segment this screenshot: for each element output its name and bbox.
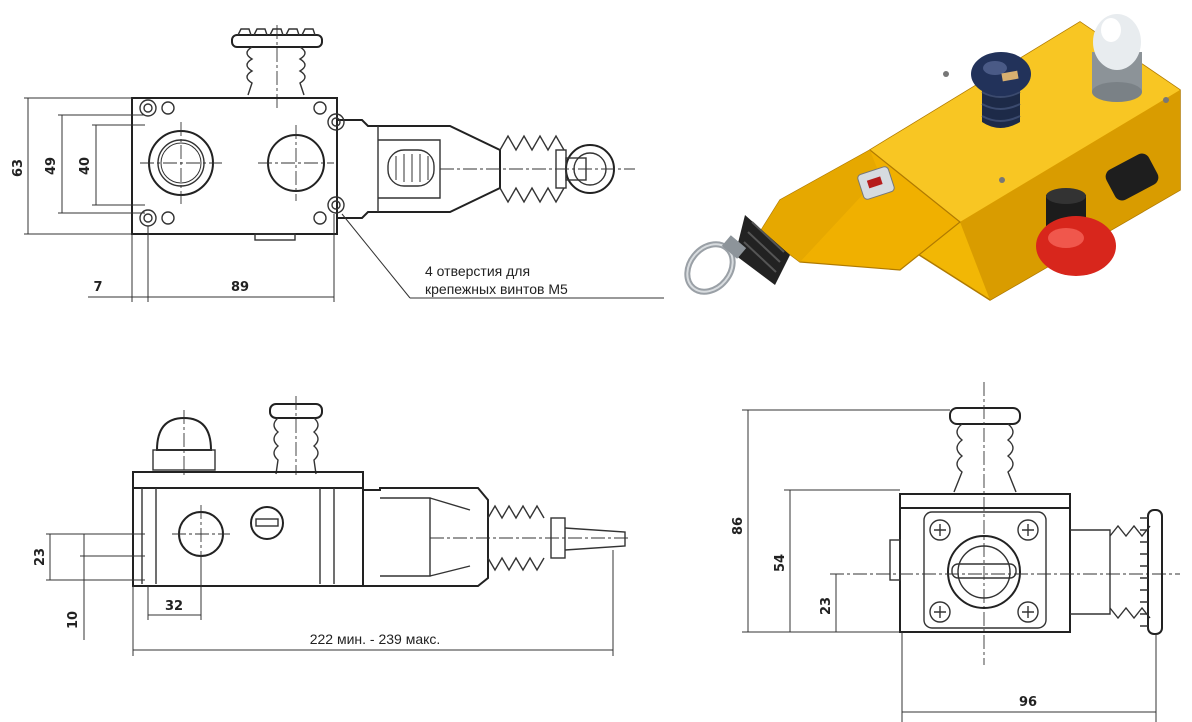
side-view-dim-length: 222 мин. - 239 макс. <box>310 631 441 647</box>
product-pilot-lamp <box>1092 14 1142 102</box>
top-view-dim-7: 7 <box>93 280 102 295</box>
top-view-dimensions <box>24 97 664 302</box>
end-view-dimensions <box>742 409 1157 722</box>
mounting-note-line2: крепежных винтов М5 <box>425 281 568 297</box>
top-view-knob <box>231 25 323 110</box>
side-view-dim-32: 32 <box>165 599 183 614</box>
top-view-body <box>131 97 338 235</box>
side-view-drawing: 23 10 32 222 мин. - 239 макс. <box>33 396 630 656</box>
product-red-button <box>1036 188 1116 276</box>
end-view-dim-86: 86 <box>731 517 746 535</box>
side-view-dim-10: 10 <box>66 611 81 629</box>
side-view-dim-23: 23 <box>33 548 48 566</box>
top-view-dim-89: 89 <box>231 280 249 295</box>
end-view-screws <box>929 519 1039 623</box>
end-view-body <box>899 507 1071 633</box>
top-view-dim-63: 63 <box>11 159 26 177</box>
end-view-drawing: 86 54 23 96 <box>731 382 1180 722</box>
top-view-mounting-holes <box>139 99 345 227</box>
side-view-dimensions <box>46 533 614 656</box>
product-side-button <box>1105 153 1159 201</box>
top-view-spring <box>499 134 565 204</box>
end-view-dim-23: 23 <box>819 597 834 615</box>
end-view-dim-96: 96 <box>1019 695 1037 710</box>
product-blue-knob <box>971 52 1031 128</box>
top-view-dim-40: 40 <box>78 157 93 175</box>
product-bellows <box>735 215 790 285</box>
product-photo <box>684 14 1181 301</box>
mounting-note-line1: 4 отверстия для <box>425 263 530 279</box>
side-view-body <box>132 487 364 587</box>
top-view-drawing: 63 49 40 7 89 4 отверстия для крепежных … <box>11 25 664 302</box>
top-view-dim-49: 49 <box>44 157 59 175</box>
product-eye-ring <box>684 235 747 295</box>
end-view-dim-54: 54 <box>773 554 788 572</box>
